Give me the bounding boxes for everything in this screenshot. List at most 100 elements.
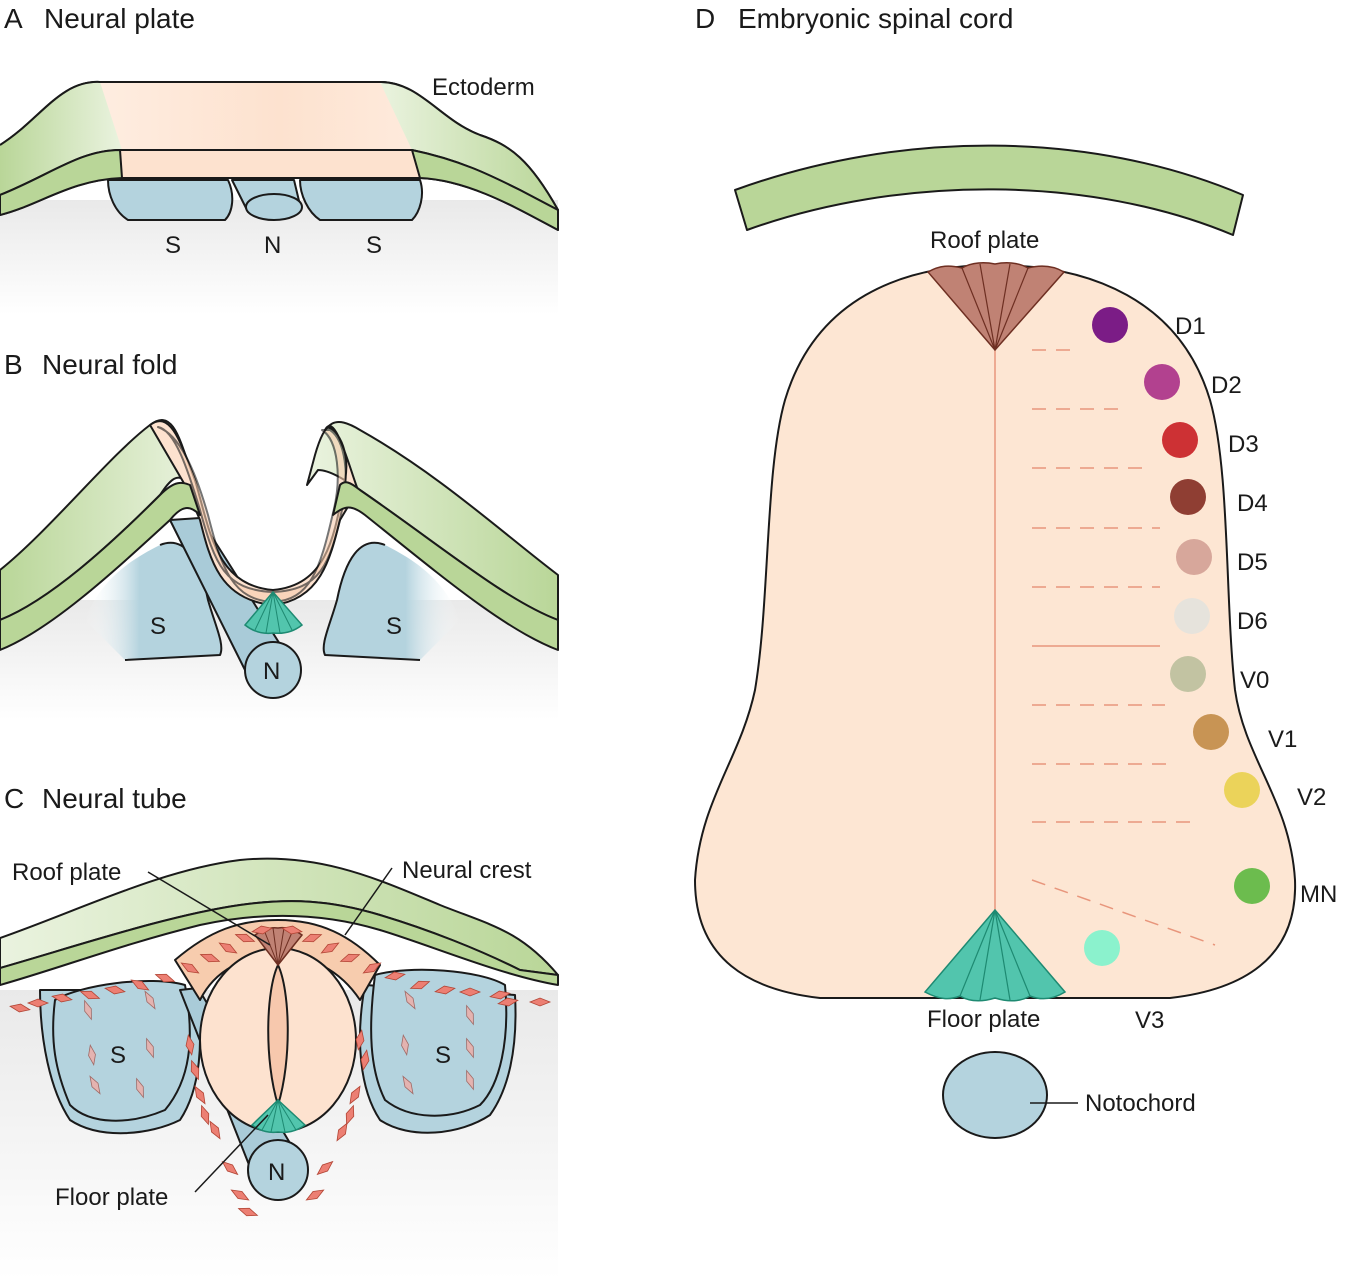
panel-d-domain-boundaries bbox=[1031, 349, 1216, 946]
panel-a-ectoderm-under-left bbox=[0, 149, 123, 216]
neural-crest-cell bbox=[384, 971, 406, 981]
neural-crest-cell bbox=[320, 942, 340, 954]
neural-crest-cell bbox=[355, 1029, 365, 1051]
panel-c-somite-left-label: S bbox=[110, 1042, 126, 1069]
neural-crest-cell bbox=[301, 933, 323, 943]
domain-label-d4: D4 bbox=[1237, 490, 1268, 517]
domain-label-d3: D3 bbox=[1228, 431, 1259, 458]
panel-d-title: Embryonic spinal cord bbox=[738, 3, 1013, 34]
panel-b-somite-left-label: S bbox=[150, 613, 166, 640]
domain-dot-d1 bbox=[1092, 307, 1128, 343]
somite-cell bbox=[466, 1004, 474, 1026]
domain-label-d5: D5 bbox=[1237, 549, 1268, 576]
panel-b-ectoderm-inner-left bbox=[0, 481, 201, 651]
neural-crest-cell bbox=[194, 1085, 206, 1105]
panel-c-neural-crest-label: Neural crest bbox=[402, 857, 532, 884]
neural-crest-cell bbox=[9, 1003, 31, 1013]
neural-crest-cell bbox=[221, 1160, 239, 1176]
panel-c-roof-leader bbox=[147, 871, 271, 946]
panel-a-somite-right-label: S bbox=[366, 232, 382, 259]
neural-crest-cell bbox=[218, 942, 238, 954]
panel-d-floor-plate-label: Floor plate bbox=[927, 1006, 1040, 1033]
neural-crest-cell bbox=[339, 953, 361, 963]
somite-cell bbox=[89, 1075, 101, 1095]
neural-crest-cell bbox=[458, 987, 482, 997]
somite-cell bbox=[144, 990, 156, 1010]
neural-crest-cell bbox=[336, 1122, 348, 1142]
domain-dot-v1 bbox=[1193, 714, 1229, 750]
panel-d-roof-plate-label: Roof plate bbox=[930, 227, 1039, 254]
panel-b-title: Neural fold bbox=[42, 349, 177, 380]
panel-d-notochord bbox=[942, 1051, 1048, 1139]
panel-c-somite-right-label: S bbox=[435, 1042, 451, 1069]
domain-label-v3: V3 bbox=[1135, 1007, 1164, 1034]
neural-crest-cell bbox=[26, 998, 50, 1008]
neural-crest-cell bbox=[200, 1104, 210, 1126]
panel-c-title: Neural tube bbox=[42, 783, 187, 814]
somite-cell bbox=[84, 999, 92, 1021]
domain-dot-v3 bbox=[1084, 930, 1120, 966]
panel-d-ectoderm-arc bbox=[734, 144, 1244, 236]
panel-a-somite-right bbox=[299, 179, 423, 221]
panel-a-somite-left-label: S bbox=[165, 232, 181, 259]
neural-crest-cell bbox=[190, 1059, 200, 1081]
somite-cell bbox=[466, 1037, 474, 1059]
panel-b-somite-right bbox=[323, 542, 460, 660]
neural-crest-cell bbox=[79, 990, 101, 1000]
panel-a-title: Neural plate bbox=[44, 3, 195, 34]
panel-c-floor-plate-label: Floor plate bbox=[55, 1184, 168, 1211]
domain-dot-d3 bbox=[1162, 422, 1198, 458]
panel-c-roof-plate-label: Roof plate bbox=[12, 859, 121, 886]
panel-a-ectoderm-green-left bbox=[0, 81, 122, 195]
domain-label-v2: V2 bbox=[1297, 784, 1326, 811]
panel-a-notochord-label: N bbox=[264, 232, 281, 259]
neural-crest-cell bbox=[185, 1034, 195, 1056]
neural-crest-cell bbox=[234, 933, 256, 943]
panel-d-letter: D bbox=[695, 3, 715, 34]
domain-dot-v2 bbox=[1224, 772, 1260, 808]
neural-crest-cell bbox=[362, 962, 382, 974]
panel-b-neural-plate bbox=[157, 426, 347, 603]
neural-crest-cell bbox=[345, 1104, 355, 1126]
domain-dot-d4 bbox=[1170, 479, 1206, 515]
domain-label-d2: D2 bbox=[1211, 372, 1242, 399]
panel-c-floor-leader bbox=[194, 1114, 269, 1193]
domain-dot-mn bbox=[1234, 868, 1270, 904]
neural-crest-cell bbox=[230, 1189, 250, 1201]
neural-crest-cell bbox=[251, 925, 273, 935]
panel-a-ectoderm-label: Ectoderm bbox=[432, 74, 535, 101]
panel-d-roof-plate bbox=[926, 262, 1066, 352]
panel-c-notochord bbox=[247, 1139, 309, 1201]
somite-cell bbox=[88, 1043, 96, 1067]
panel-b-letter: B bbox=[4, 349, 23, 380]
neural-crest-cells bbox=[9, 925, 552, 1217]
panel-a-ectoderm-under-right bbox=[411, 149, 559, 231]
panel-d-floor-plate bbox=[923, 908, 1067, 1002]
somite-cell bbox=[146, 1037, 154, 1059]
neural-crest-cell bbox=[305, 1189, 325, 1201]
neural-crest-cell bbox=[360, 1049, 370, 1071]
neural-crest-cell bbox=[237, 1207, 259, 1217]
panel-c-ectoderm-under bbox=[0, 900, 559, 986]
somite-cell bbox=[402, 1075, 414, 1095]
neural-crest-cell bbox=[489, 990, 511, 1000]
domain-dot-d5 bbox=[1176, 539, 1212, 575]
neural-crest-cell bbox=[199, 953, 221, 963]
panel-a: A Neural plate Ectoderm S N S bbox=[0, 3, 559, 315]
neural-crest-cell bbox=[104, 985, 126, 995]
panel-b-floor-plate bbox=[243, 590, 304, 635]
domain-label-v0: V0 bbox=[1240, 667, 1269, 694]
neural-crest-cell bbox=[497, 997, 519, 1007]
domain-label-d6: D6 bbox=[1237, 608, 1268, 635]
panel-c-letter: C bbox=[4, 783, 24, 814]
panel-c: C Neural tube Roof plate Neural crest Fl… bbox=[0, 783, 559, 1280]
panel-a-letter: A bbox=[4, 3, 23, 34]
panel-b-somite-left bbox=[85, 542, 222, 660]
neural-crest-cell bbox=[409, 980, 431, 990]
neural-crest-cell bbox=[154, 973, 176, 983]
neural-crest-cell bbox=[349, 1085, 361, 1105]
panel-a-somite-left bbox=[107, 179, 234, 221]
